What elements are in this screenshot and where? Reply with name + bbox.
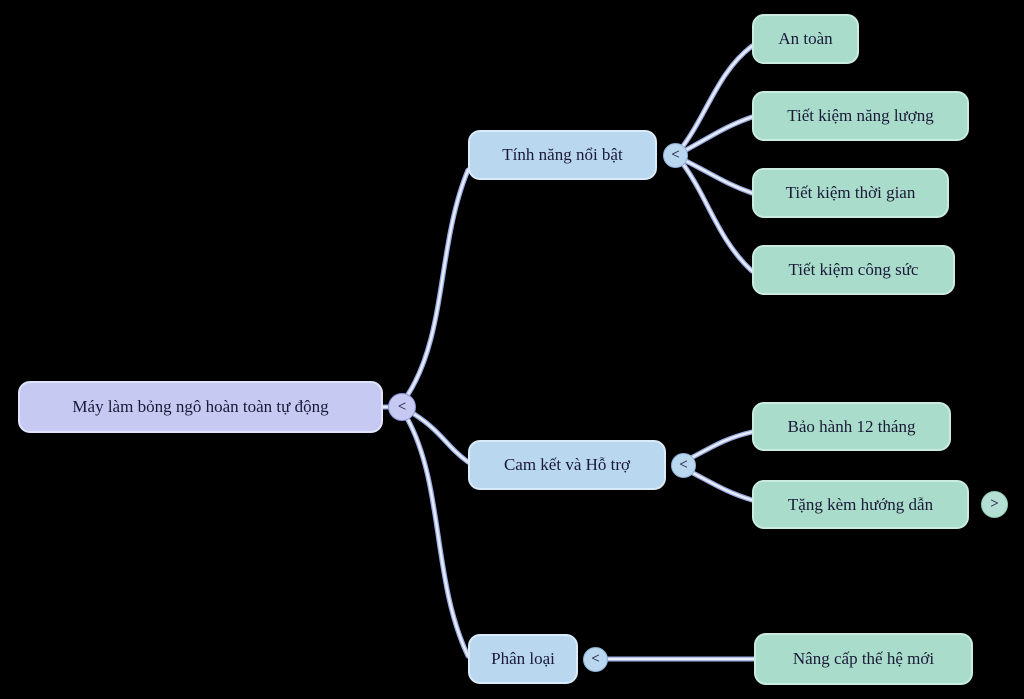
expand-chevron-icon: > [990, 496, 999, 512]
collapse-chevron-icon: < [679, 457, 688, 473]
collapse-chevron-icon: < [397, 398, 407, 415]
collapse-chevron-icon: < [591, 651, 600, 667]
node-leaf-label: Tiết kiệm năng lượng [787, 106, 934, 125]
node-branch-phan-loai[interactable]: Phân loại [468, 634, 578, 684]
branch1-collapse-toggle[interactable]: < [663, 143, 688, 168]
edge-branch2-to-leaf2 [688, 469, 755, 503]
node-leaf-label: An toàn [778, 29, 833, 48]
node-leaf-label: Tặng kèm hướng dẫn [787, 494, 934, 514]
node-leaf-tiet-kiem-thoi-gian[interactable]: Tiết kiệm thời gian [752, 168, 949, 218]
branch3-collapse-toggle[interactable]: < [583, 647, 608, 672]
leaf-tang-kem-expand-toggle[interactable]: > [981, 491, 1008, 518]
node-leaf-tang-kem[interactable]: Tặng kèm hướng dẫn [752, 480, 969, 529]
node-branch-tinh-nang[interactable]: Tính năng nổi bật [468, 130, 657, 180]
node-branch-label: Tính năng nổi bật [502, 145, 623, 164]
edge-branch2-to-leaf1 [688, 429, 755, 461]
node-root[interactable]: Máy làm bỏng ngô hoàn toàn tự động [18, 381, 383, 433]
node-leaf-nang-cap[interactable]: Nâng cấp thế hệ mới [754, 633, 973, 685]
node-branch-cam-ket[interactable]: Cam kết và Hỗ trợ [468, 440, 666, 490]
node-leaf-an-toan[interactable]: An toàn [752, 14, 859, 64]
edge-branch1-to-leaf3 [683, 158, 755, 196]
edge-root-to-branch3 [404, 415, 471, 659]
root-collapse-toggle[interactable]: < [388, 393, 416, 421]
collapse-chevron-icon: < [671, 147, 680, 163]
node-leaf-label: Tiết kiệm công sức [788, 260, 919, 279]
node-leaf-label: Tiết kiệm thời gian [785, 183, 916, 202]
node-root-label: Máy làm bỏng ngô hoàn toàn tự động [72, 397, 329, 416]
edge-branch1-to-leaf4 [680, 161, 755, 274]
node-leaf-tiet-kiem-cong-suc[interactable]: Tiết kiệm công sức [752, 245, 955, 295]
edge-branch1-to-leaf2 [683, 114, 755, 153]
edge-root-to-branch2 [411, 411, 471, 465]
node-leaf-label: Nâng cấp thế hệ mới [792, 649, 935, 668]
node-leaf-tiet-kiem-nang-luong[interactable]: Tiết kiệm năng lượng [752, 91, 969, 141]
node-leaf-bao-hanh[interactable]: Bảo hành 12 tháng [752, 402, 951, 451]
node-branch-label: Cam kết và Hỗ trợ [503, 455, 631, 474]
node-leaf-label: Bảo hành 12 tháng [787, 416, 916, 436]
edge-root-to-branch1 [404, 167, 471, 399]
edge-branch1-to-leaf1 [680, 43, 755, 149]
node-branch-label: Phân loại [491, 649, 555, 668]
branch2-collapse-toggle[interactable]: < [671, 453, 696, 478]
